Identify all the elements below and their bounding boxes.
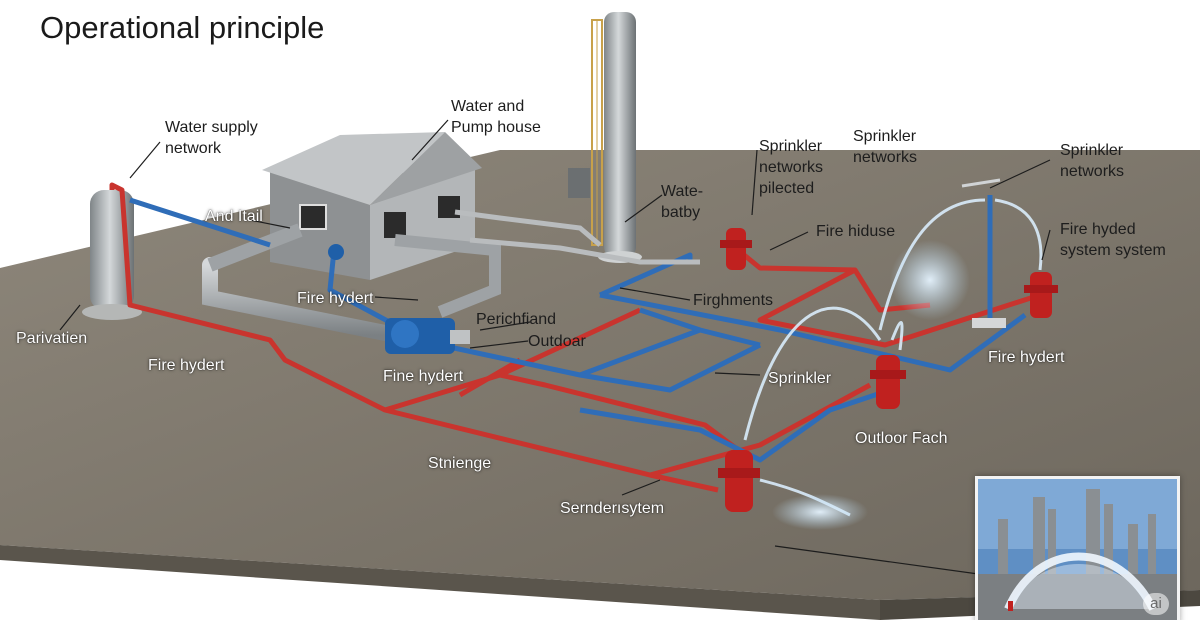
process-piping [454, 209, 700, 265]
pointer-lines [59, 119, 1051, 578]
inset-photo: ai [975, 476, 1180, 620]
page-title: Operational principle [40, 10, 325, 45]
hydrant-front [718, 450, 760, 512]
label-sprinkler-networks-pilected: Sprinkler networks pilected [759, 138, 824, 197]
spray-mist [890, 240, 970, 320]
hydrant-right [1024, 272, 1058, 318]
label-sprinkler-networks-center: Sprinkler networks [853, 128, 918, 166]
label-parivatien: Parivatien [16, 330, 88, 347]
small-pump [328, 244, 344, 260]
refinery-spray-photo [978, 479, 1177, 620]
label-fire-hydert-right: Fire hydert [988, 349, 1065, 366]
window [299, 204, 327, 230]
label-and-itail: And Itail [205, 208, 263, 225]
column-tower [568, 12, 642, 263]
label-water-supply-network: Water supply network [165, 119, 258, 157]
label-outdoar: Outdoar [528, 333, 586, 350]
inset-watermark: ai [1143, 593, 1169, 615]
label-outloor-fach: Outloor Fach [855, 430, 948, 447]
label-water-pump-house: Water and Pump house [451, 98, 541, 136]
hydrant-top-center [720, 228, 752, 270]
main-supply-pipe [202, 223, 501, 343]
label-wate-batby: Wate- batby [661, 183, 704, 221]
left-water-tank [82, 190, 142, 320]
label-fire-hydert-left: Fire hydert [148, 357, 225, 374]
label-firghments: Firghments [693, 292, 774, 309]
sprinkler-head [961, 178, 1001, 188]
hydrant-middle [870, 355, 906, 409]
pump-house-building [262, 132, 482, 280]
fire-pump-unit [385, 318, 470, 354]
label-sprinkler: Sprinkler [768, 370, 832, 387]
label-fire-hydert-pump: Fire hydert [297, 290, 374, 307]
window [438, 196, 460, 218]
label-fine-hydert: Fine hydert [383, 368, 464, 385]
label-serndersytem: Sernderısytem [560, 500, 665, 517]
label-stnienge: Stnienge [428, 455, 492, 472]
label-sprinkler-networks-right: Sprinkler networks [1060, 142, 1125, 180]
sprinkler-piping [129, 195, 1027, 463]
label-fire-hyded-system: Fire hyded system system [1060, 221, 1166, 259]
spray-mist [772, 494, 868, 530]
label-fire-hiduse: Fire hiduse [816, 223, 896, 240]
doorway [384, 212, 406, 238]
sprinkler-base [972, 318, 1006, 328]
label-perichfiand: Perichfiand [476, 311, 557, 328]
control-cabinet [568, 168, 590, 198]
